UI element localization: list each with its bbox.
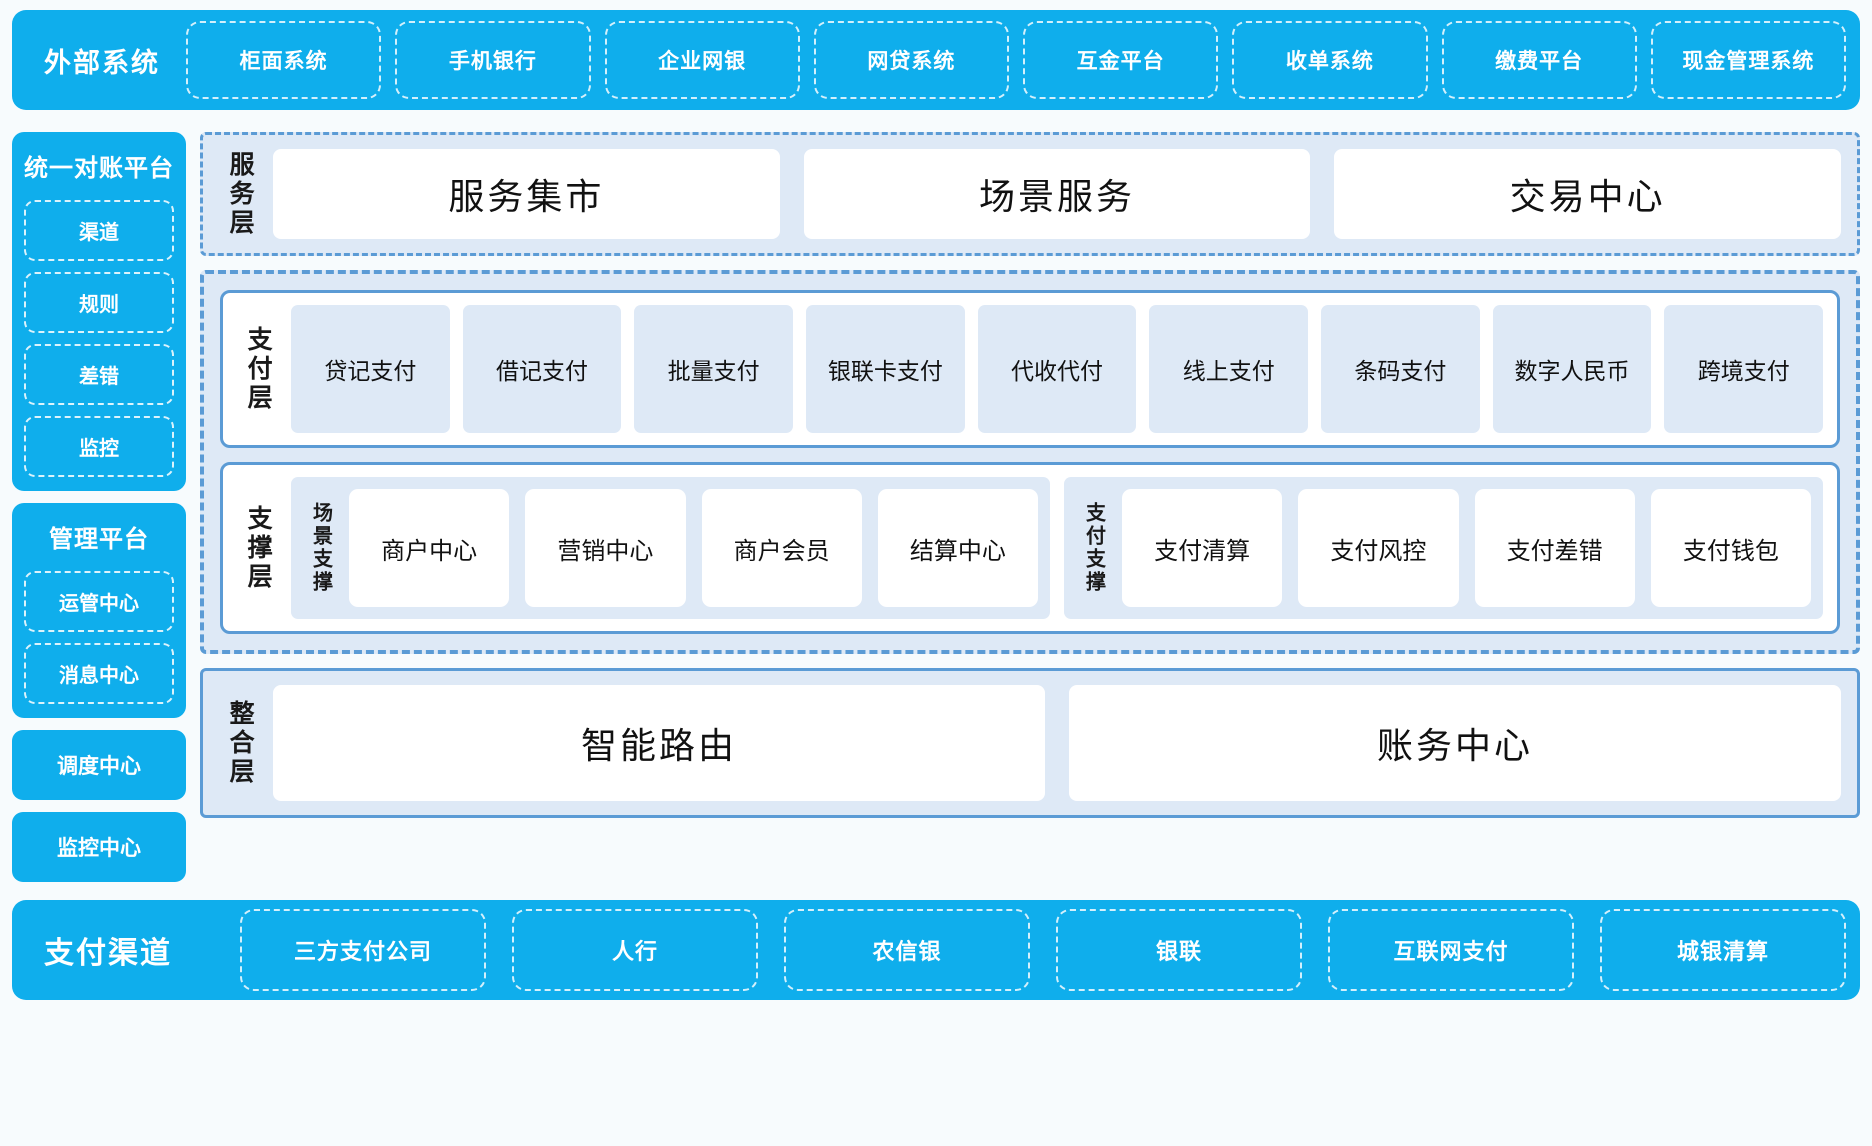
payment-channel-item[interactable]: 农信银 <box>784 909 1030 991</box>
rail-item-monitoring-center[interactable]: 监控中心 <box>12 812 186 882</box>
reconciliation-platform-card: 统一对账平台 渠道 规则 差错 监控 <box>12 132 186 491</box>
support-card-payment-risk[interactable]: 支付风控 <box>1298 489 1459 607</box>
payment-channel-item[interactable]: 三方支付公司 <box>240 909 486 991</box>
service-card-marketplace[interactable]: 服务集市 <box>273 149 780 239</box>
platform-body: 统一对账平台 渠道 规则 差错 监控 管理平台 运管中心 消息中心 调度中心 监… <box>12 132 1860 882</box>
rail-item-message-center[interactable]: 消息中心 <box>24 643 174 704</box>
payment-layer-cards: 贷记支付 借记支付 批量支付 银联卡支付 代收代付 线上支付 条码支付 数字人民… <box>291 305 1824 433</box>
management-platform-card: 管理平台 运管中心 消息中心 <box>12 503 186 718</box>
support-card-payment-wallet[interactable]: 支付钱包 <box>1650 489 1811 607</box>
support-group-payment-label: 支付支撑 <box>1082 502 1105 594</box>
integration-card-accounting-center[interactable]: 账务中心 <box>1069 685 1841 801</box>
integration-layer-label: 整合层 <box>226 699 255 787</box>
support-card-payment-error[interactable]: 支付差错 <box>1474 489 1635 607</box>
payment-channels-title: 支付渠道 <box>44 937 172 970</box>
external-system-item[interactable]: 手机银行 <box>395 21 591 99</box>
external-system-item[interactable]: 企业网银 <box>604 21 800 99</box>
rail-item-scheduling-center[interactable]: 调度中心 <box>12 730 186 800</box>
payment-card-batch[interactable]: 批量支付 <box>634 305 794 433</box>
payment-card-unionpay[interactable]: 银联卡支付 <box>806 305 965 433</box>
support-card-merchant-member[interactable]: 商户会员 <box>701 489 862 607</box>
payment-card-credit[interactable]: 贷记支付 <box>291 305 450 433</box>
reconciliation-platform-title: 统一对账平台 <box>24 155 174 182</box>
left-rail: 统一对账平台 渠道 规则 差错 监控 管理平台 运管中心 消息中心 调度中心 监… <box>12 132 186 882</box>
payment-layer-row: 支付层 贷记支付 借记支付 批量支付 银联卡支付 代收代付 线上支付 条码支付 … <box>237 305 1824 433</box>
external-systems-band: 外部系统 柜面系统 手机银行 企业网银 网贷系统 互金平台 收单系统 缴费平台 … <box>12 10 1860 110</box>
support-group-payment: 支付支撑 支付清算 支付风控 支付差错 支付钱包 <box>1064 477 1823 619</box>
support-layer-label: 支撑层 <box>244 504 273 592</box>
core-layers-box: 支付层 贷记支付 借记支付 批量支付 银联卡支付 代收代付 线上支付 条码支付 … <box>200 270 1860 654</box>
payment-card-digital-rmb[interactable]: 数字人民币 <box>1492 305 1652 433</box>
support-card-payment-clearing[interactable]: 支付清算 <box>1122 489 1283 607</box>
external-system-item[interactable]: 缴费平台 <box>1441 21 1637 99</box>
payment-layer-panel: 支付层 贷记支付 借记支付 批量支付 银联卡支付 代收代付 线上支付 条码支付 … <box>220 290 1840 448</box>
external-system-item[interactable]: 柜面系统 <box>186 21 382 99</box>
support-group-scenario-cards: 商户中心 营销中心 商户会员 结算中心 <box>349 489 1038 607</box>
support-layer-groups: 场景支撑 商户中心 营销中心 商户会员 结算中心 支付支撑 <box>291 477 1823 619</box>
external-system-item[interactable]: 收单系统 <box>1232 21 1428 99</box>
support-group-scenario-label: 场景支撑 <box>309 502 332 594</box>
service-layer-box: 服务层 服务集市 场景服务 交易中心 <box>200 132 1860 256</box>
support-layer-panel: 支撑层 场景支撑 商户中心 营销中心 商户会员 结算中心 <box>220 462 1840 634</box>
payment-layer-label: 支付层 <box>244 325 273 413</box>
payment-channels-list: 三方支付公司 人行 农信银 银联 互联网支付 城银清算 <box>216 909 1846 991</box>
payment-channel-item[interactable]: 互联网支付 <box>1328 909 1574 991</box>
payment-card-cross-border[interactable]: 跨境支付 <box>1664 305 1824 433</box>
rail-item-channel[interactable]: 渠道 <box>24 200 174 261</box>
payment-channel-item[interactable]: 人行 <box>512 909 758 991</box>
payment-card-debit[interactable]: 借记支付 <box>462 305 622 433</box>
support-card-marketing-center[interactable]: 营销中心 <box>525 489 686 607</box>
support-card-merchant-center[interactable]: 商户中心 <box>349 489 510 607</box>
payment-card-online[interactable]: 线上支付 <box>1149 305 1309 433</box>
integration-card-smart-routing[interactable]: 智能路由 <box>273 685 1045 801</box>
external-systems-title: 外部系统 <box>44 47 160 78</box>
payment-card-collection-payment[interactable]: 代收代付 <box>977 305 1137 433</box>
rail-item-monitor[interactable]: 监控 <box>24 416 174 477</box>
external-system-item[interactable]: 现金管理系统 <box>1650 21 1846 99</box>
service-layer-row: 服务层 服务集市 场景服务 交易中心 <box>219 149 1842 239</box>
support-layer-row: 支撑层 场景支撑 商户中心 营销中心 商户会员 结算中心 <box>237 477 1823 619</box>
payment-channel-item[interactable]: 银联 <box>1056 909 1302 991</box>
external-systems-list: 柜面系统 手机银行 企业网银 网贷系统 互金平台 收单系统 缴费平台 现金管理系… <box>178 21 1846 99</box>
external-system-item[interactable]: 互金平台 <box>1023 21 1219 99</box>
service-layer-cards: 服务集市 场景服务 交易中心 <box>273 149 1842 239</box>
service-card-scenario[interactable]: 场景服务 <box>803 149 1311 239</box>
integration-layer-cards: 智能路由 账务中心 <box>273 685 1841 801</box>
payment-card-barcode[interactable]: 条码支付 <box>1321 305 1480 433</box>
rail-item-rule[interactable]: 规则 <box>24 272 174 333</box>
layer-stack: 服务层 服务集市 场景服务 交易中心 支付层 贷记支付 <box>200 132 1860 818</box>
service-layer-label: 服务层 <box>226 150 255 238</box>
support-card-settlement-center[interactable]: 结算中心 <box>877 489 1038 607</box>
integration-layer-box: 整合层 智能路由 账务中心 <box>200 668 1860 818</box>
support-group-scenario: 场景支撑 商户中心 营销中心 商户会员 结算中心 <box>291 477 1050 619</box>
integration-layer-row: 整合层 智能路由 账务中心 <box>219 685 1841 801</box>
support-group-payment-cards: 支付清算 支付风控 支付差错 支付钱包 <box>1122 489 1811 607</box>
payment-channels-band: 支付渠道 三方支付公司 人行 农信银 银联 互联网支付 城银清算 <box>12 900 1860 1000</box>
external-system-item[interactable]: 网贷系统 <box>813 21 1009 99</box>
management-platform-title: 管理平台 <box>49 526 149 553</box>
payment-channel-item[interactable]: 城银清算 <box>1600 909 1846 991</box>
rail-item-operation-center[interactable]: 运管中心 <box>24 571 174 632</box>
service-card-transaction-center[interactable]: 交易中心 <box>1334 149 1842 239</box>
rail-item-error[interactable]: 差错 <box>24 344 174 405</box>
